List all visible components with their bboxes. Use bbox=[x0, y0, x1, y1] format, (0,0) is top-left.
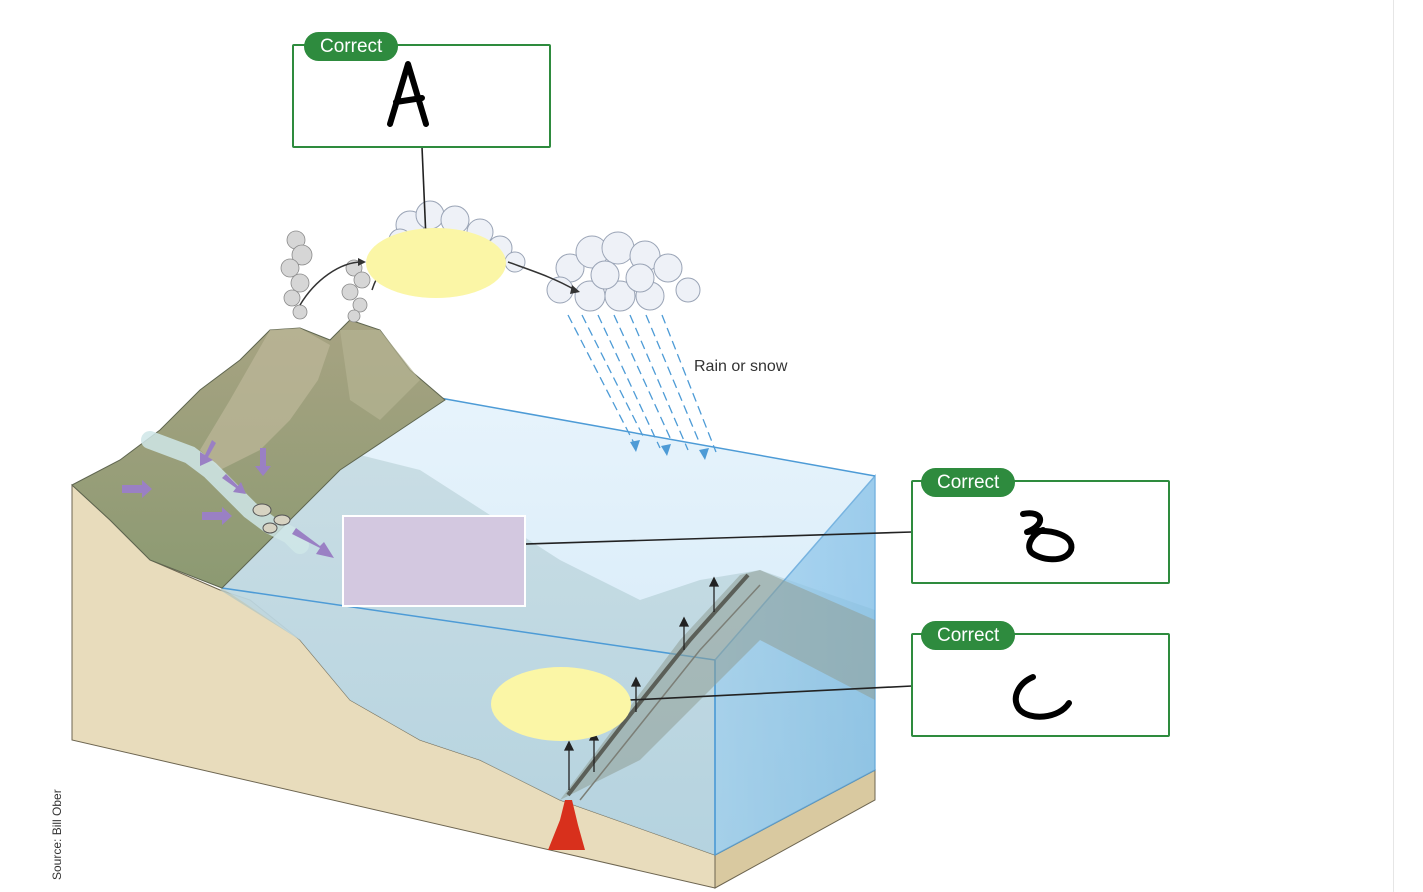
correct-badge-c: Correct bbox=[921, 621, 1016, 650]
source-credit: Source: Bill Ober bbox=[50, 789, 64, 880]
ridge-vent-arrows bbox=[563, 576, 720, 790]
ocean-water bbox=[221, 397, 876, 857]
target-zone-atmosphere bbox=[366, 228, 506, 298]
rain-streaks bbox=[567, 314, 717, 453]
rain-or-snow-label: Rain or snow bbox=[694, 358, 788, 375]
answer-b-value: B bbox=[913, 482, 914, 483]
handwritten-answer-c bbox=[1012, 674, 1072, 720]
answer-a-value: A bbox=[294, 46, 295, 47]
correct-badge-a: Correct bbox=[304, 32, 399, 61]
rain-arrowheads bbox=[630, 440, 709, 460]
volcanic-gas-plumes bbox=[280, 230, 385, 323]
handwritten-answer-b bbox=[1020, 510, 1075, 563]
target-zone-ocean bbox=[342, 515, 526, 607]
volcanic-landmass bbox=[71, 319, 446, 589]
handwritten-answer-a bbox=[387, 61, 429, 127]
answer-box-c[interactable]: C bbox=[911, 633, 1170, 737]
clouds bbox=[388, 200, 701, 312]
mid-ocean-ridge bbox=[560, 570, 875, 801]
magma-plume bbox=[548, 800, 585, 850]
answer-box-b[interactable]: B bbox=[911, 480, 1170, 584]
correct-badge-b: Correct bbox=[921, 468, 1016, 497]
panel-divider bbox=[1393, 0, 1394, 892]
runoff-arrows bbox=[122, 440, 334, 558]
answer-c-value: C bbox=[913, 635, 914, 636]
target-zone-ridge bbox=[491, 667, 631, 741]
answer-box-a[interactable]: A bbox=[292, 44, 551, 148]
